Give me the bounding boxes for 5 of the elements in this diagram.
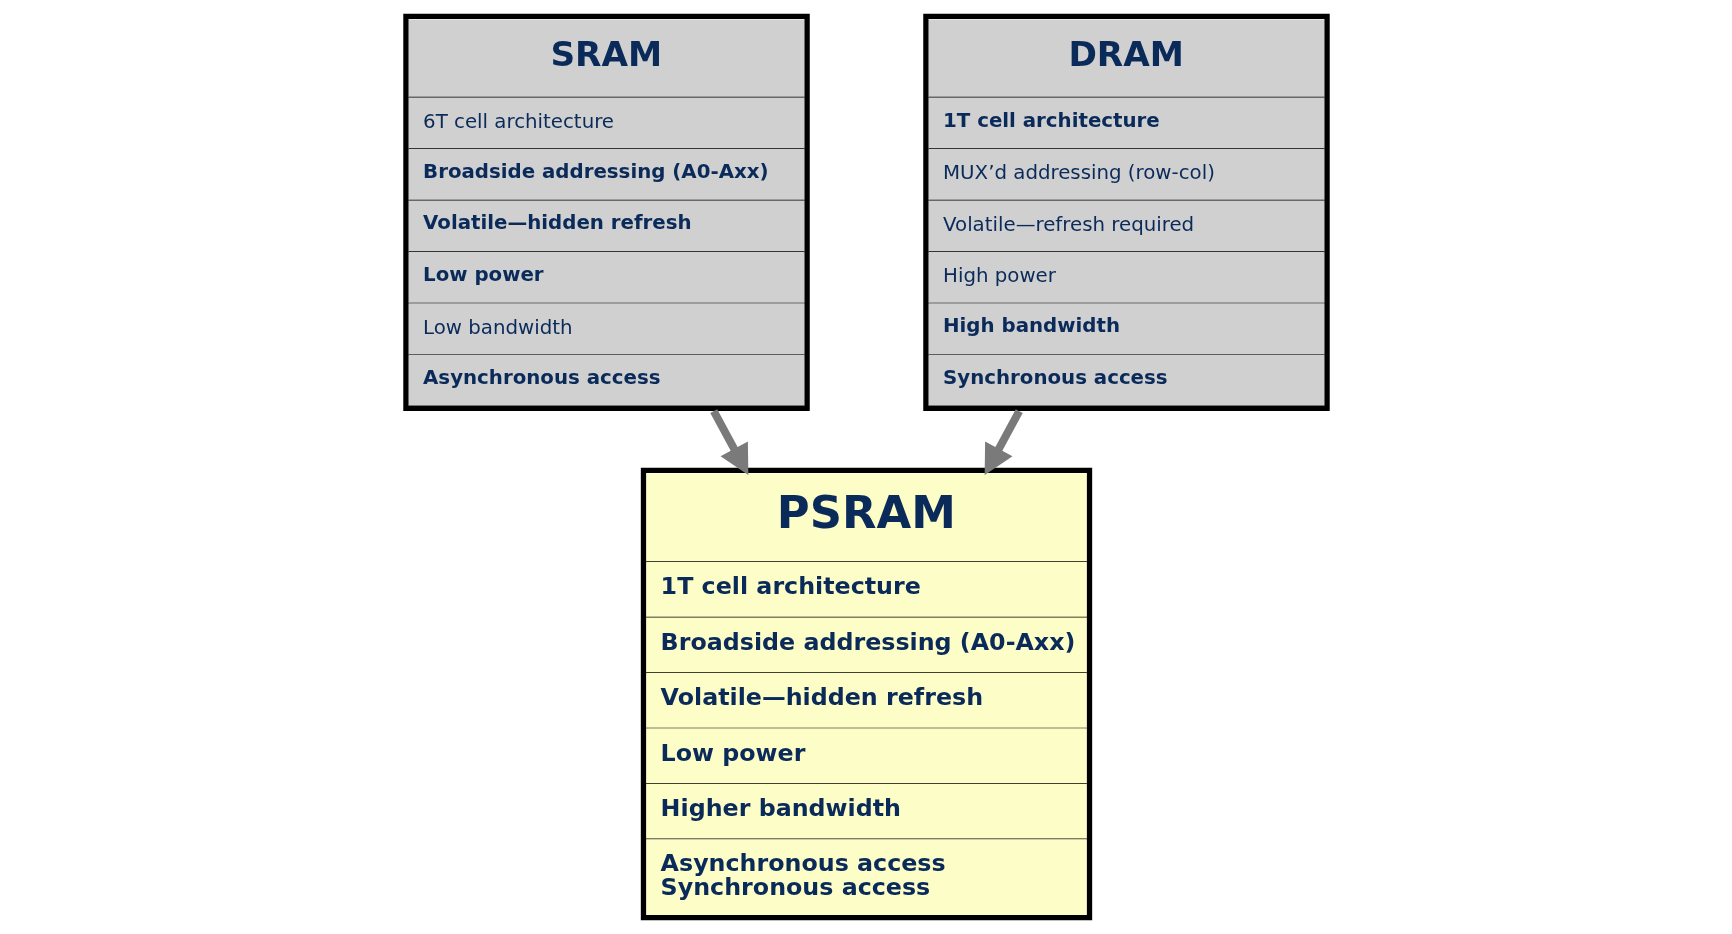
node-box: SRAM 6T cell architecture Broadside addressing (A0-Axx) Volatile—hidden refresh Low power Low bandwidth Asynchronous access (402, 13, 810, 411)
node-box: DRAM 1T cell architecture MUX’d addressing (row-col) Volatile—refresh required High power High bandwidth Synchronous access (922, 13, 1330, 411)
node-box: PSRAM 1T cell architecture Broadside addressing (A0-Axx) Volatile—hidden refresh Low power Higher bandwidth Asynchronous access Synchronous access (640, 467, 1092, 921)
arrow (709, 409, 748, 475)
arrow (984, 409, 1023, 475)
